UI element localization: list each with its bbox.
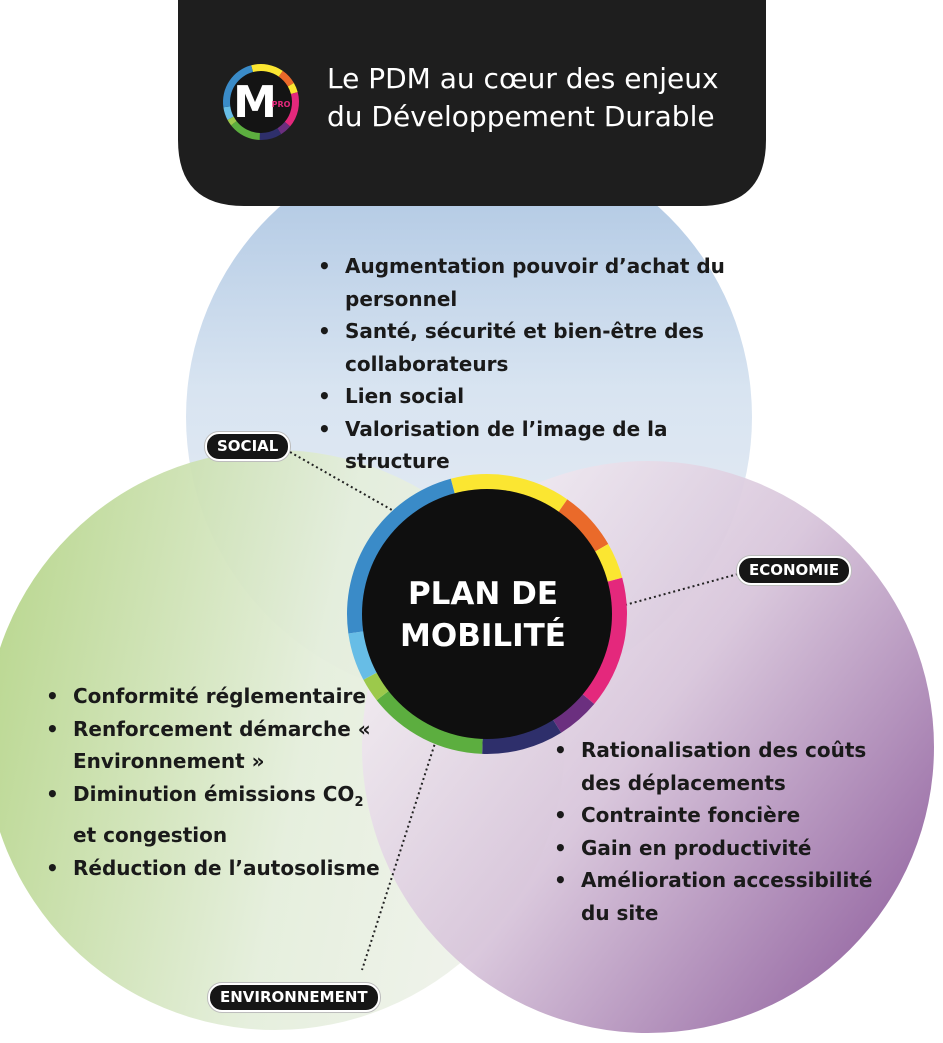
social-tag: SOCIAL — [205, 432, 291, 461]
ring-segment — [348, 630, 380, 680]
ring-segment — [287, 83, 298, 94]
ring-segment — [278, 70, 294, 87]
logo-badge: PRO — [272, 100, 291, 109]
ring-segment — [223, 65, 253, 108]
ring-segment — [482, 717, 562, 754]
center-title-line1: PLAN DE — [407, 576, 559, 612]
list-item: Renforcement démarche « Environnement » — [46, 713, 391, 778]
header-title: Le PDM au cœur des enjeux du Développeme… — [327, 60, 747, 136]
list-item: Santé, sécurité et bien-être des collabo… — [318, 315, 738, 380]
economy-tag: ECONOMIE — [737, 556, 852, 585]
ring-segment — [231, 121, 260, 140]
header-title-line2: du Développement Durable — [327, 100, 715, 133]
environment-bullet-list: Conformité réglementaire Renforcement dé… — [46, 680, 391, 884]
header-title-line1: Le PDM au cœur des enjeux — [327, 62, 719, 95]
list-item: Amélioration accessibilité du site — [554, 864, 884, 929]
ring-segment — [227, 116, 237, 126]
ring-segment — [284, 92, 299, 127]
ring-segment — [580, 577, 627, 704]
ring-segment — [223, 106, 234, 120]
center-title-line2: MOBILITÉ — [400, 618, 566, 654]
ring-segment — [347, 478, 456, 634]
ring-segment — [259, 128, 282, 140]
logo-icon: M PRO — [223, 64, 299, 140]
plan-de-mobilite-hub — [347, 474, 627, 754]
list-item: Augmentation pouvoir d’achat du personne… — [318, 250, 738, 315]
environment-tag: ENVIRONNEMENT — [208, 983, 380, 1012]
list-item: Conformité réglementaire — [46, 680, 391, 713]
list-item: Lien social — [318, 380, 738, 413]
list-item: Rationalisation des coûts des déplacemen… — [554, 734, 884, 799]
ring-segment — [556, 499, 609, 553]
environment-connector — [361, 739, 437, 971]
logo-letter: M — [233, 77, 277, 128]
list-item: Contrainte foncière — [554, 799, 884, 832]
economy-bullet-list: Rationalisation des coûts des déplacemen… — [554, 734, 884, 929]
ring-segment — [450, 474, 568, 515]
header-banner — [178, 0, 766, 206]
center-title: PLAN DE MOBILITÉ — [383, 573, 583, 657]
social-bullet-list: Augmentation pouvoir d’achat du personne… — [318, 250, 738, 478]
list-item: Diminution émissions CO2 et congestion — [46, 778, 391, 852]
list-item: Valorisation de l’image de la structure — [318, 413, 738, 478]
list-item: Réduction de l’autosolisme — [46, 852, 391, 885]
ring-segment — [592, 544, 623, 583]
ring-segment — [277, 121, 291, 135]
ring-segment — [551, 692, 595, 733]
ring-segment — [251, 64, 283, 77]
list-item: Gain en productivité — [554, 832, 884, 865]
